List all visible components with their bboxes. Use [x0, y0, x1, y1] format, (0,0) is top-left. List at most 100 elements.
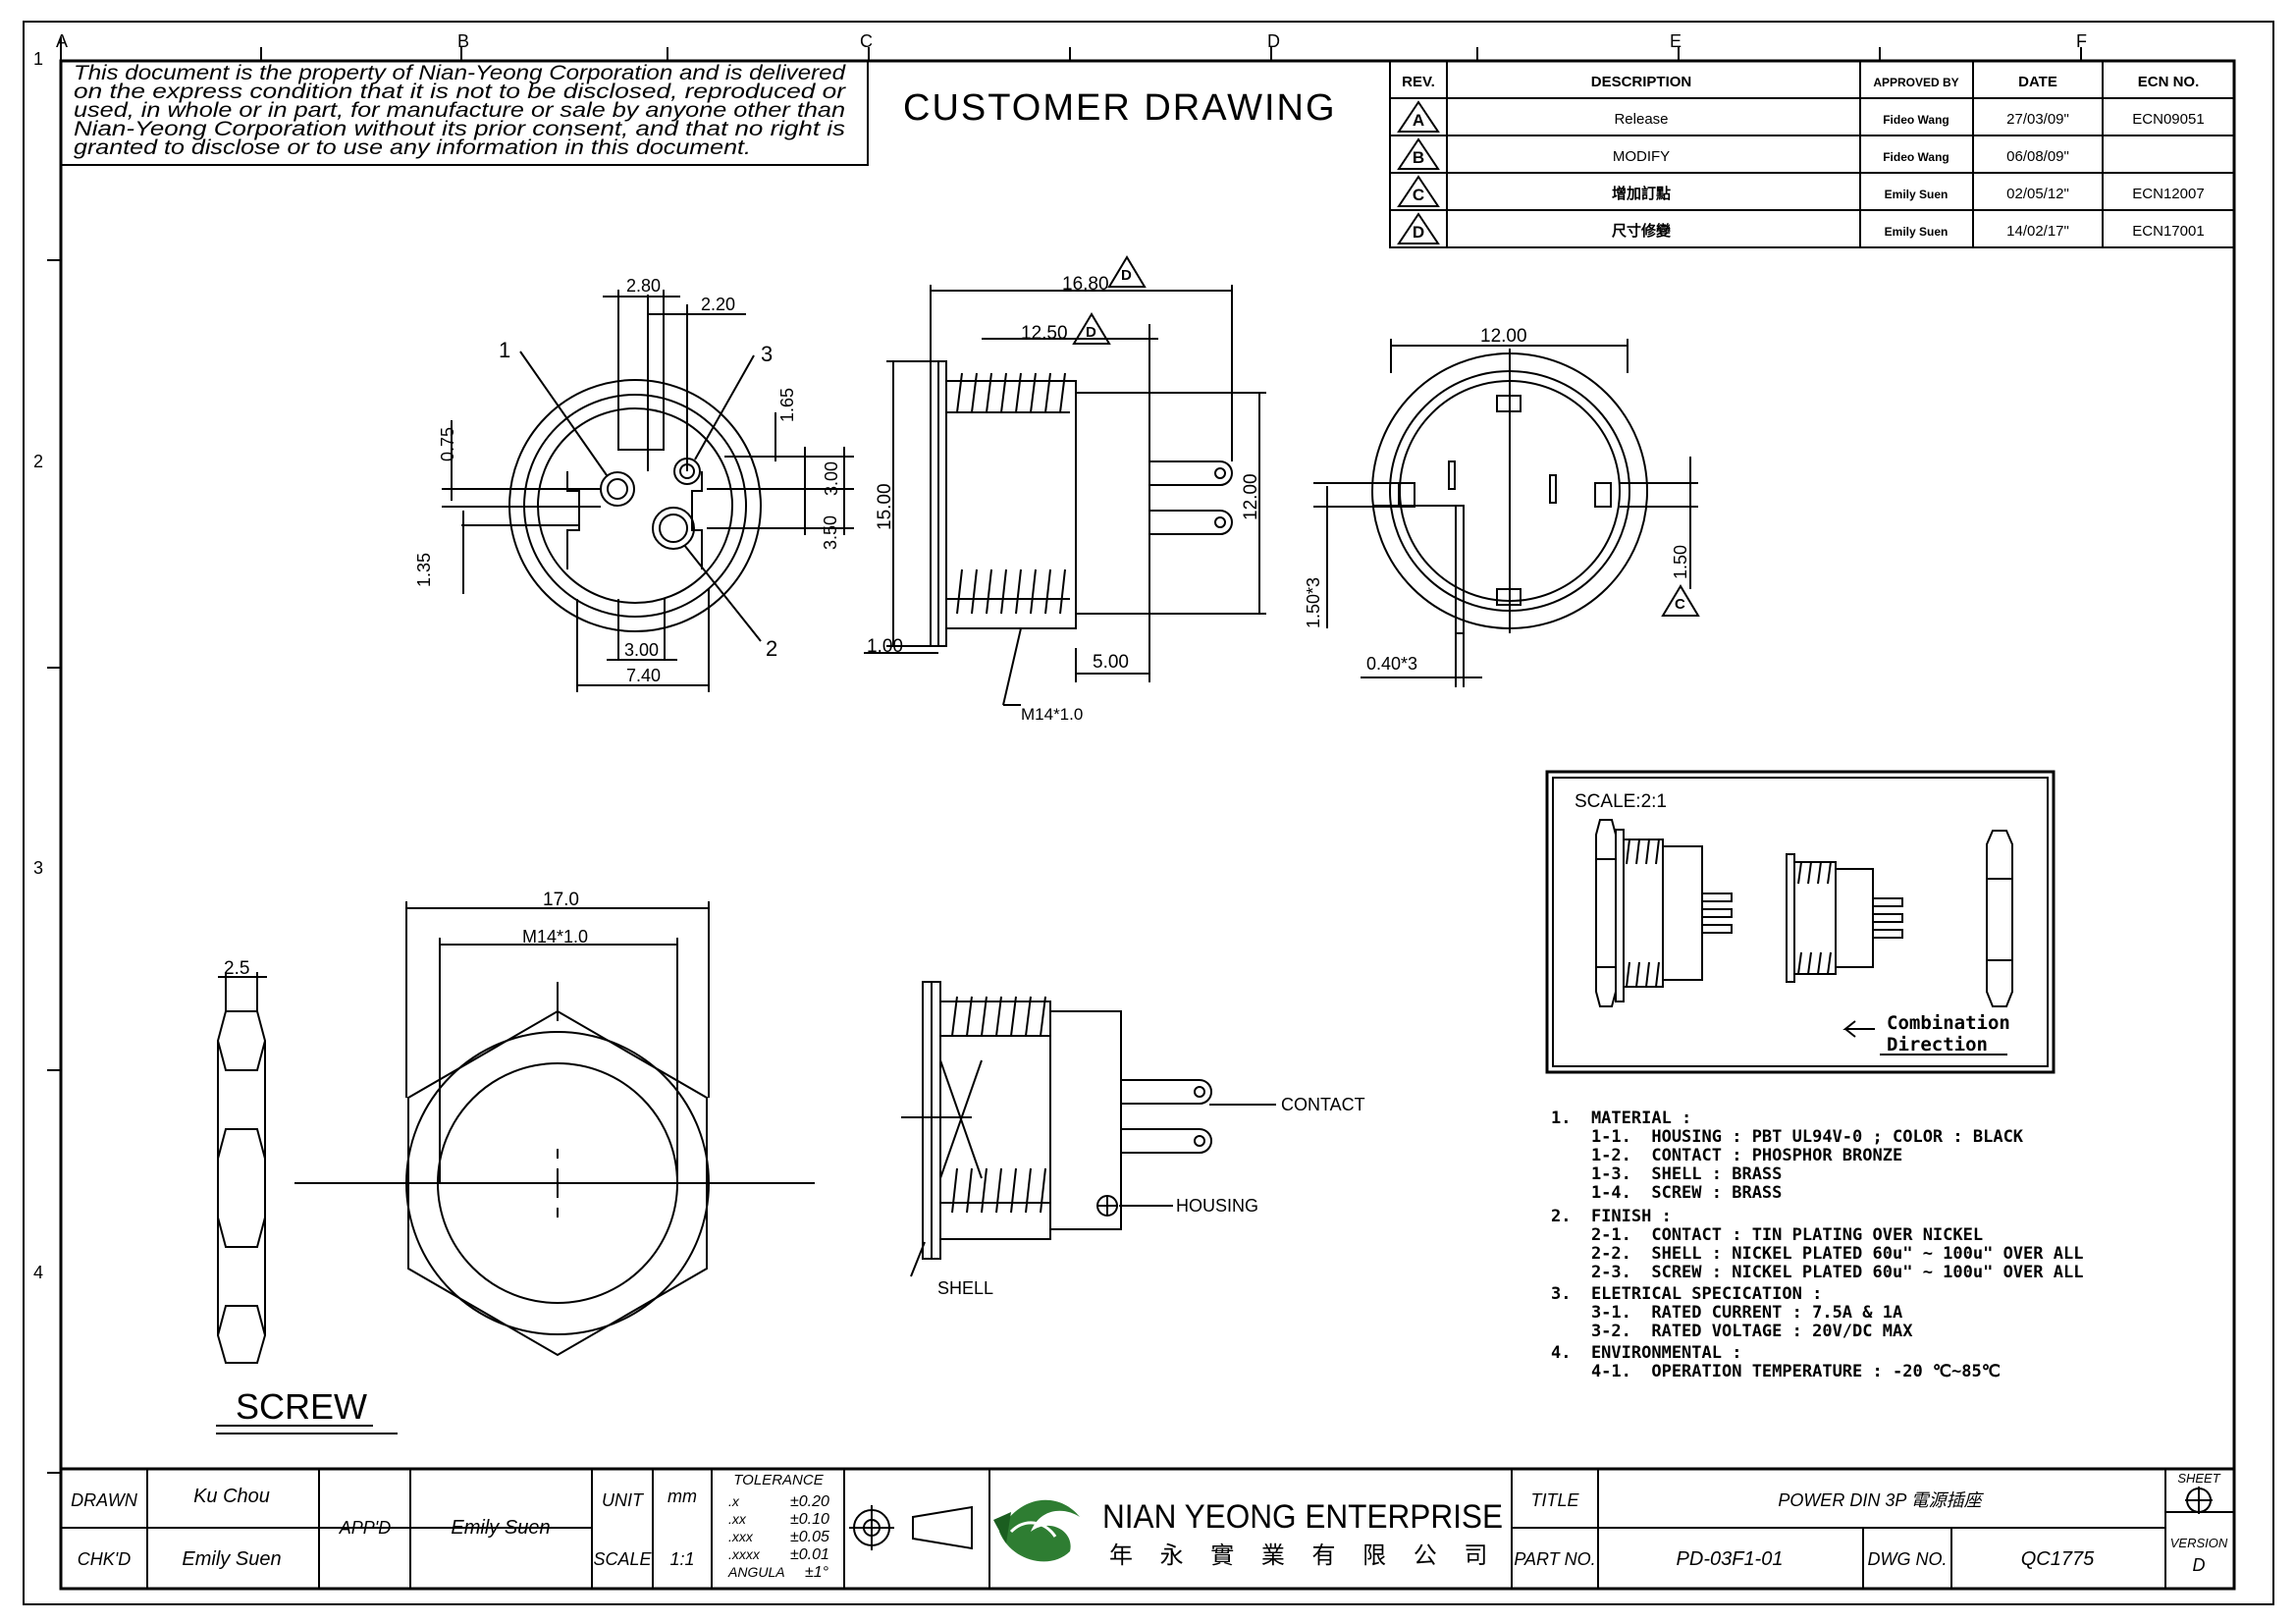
- rev-a-approved: Fideo Wang: [1883, 113, 1949, 127]
- rev-b-approved: Fideo Wang: [1883, 150, 1949, 164]
- dim-2-20: 2.20: [701, 295, 735, 314]
- scale-label-tb: SCALE: [593, 1549, 652, 1569]
- dim-0-40x3: 0.40*3: [1366, 654, 1417, 674]
- tol-xx-key: .xx: [728, 1511, 747, 1527]
- dim-1-50x3: 1.50*3: [1304, 577, 1323, 628]
- title-block: [61, 1467, 2234, 1589]
- zone-row-2: 2: [33, 452, 43, 471]
- chkd-label: CHK'D: [78, 1549, 131, 1569]
- rev-d-approved: Emily Suen: [1885, 225, 1949, 239]
- screw-label: SCREW: [236, 1386, 367, 1427]
- note-line-8: 2-2. SHELL : NICKEL PLATED 60u" ~ 100u" …: [1551, 1244, 2083, 1264]
- rear-view: [1313, 339, 1700, 687]
- dwg-value: QC1775: [2021, 1548, 2095, 1570]
- assembly-view: [901, 981, 1276, 1277]
- inner-frame: [59, 59, 2236, 1591]
- note-line-7: 2-1. CONTACT : TIN PLATING OVER NICKEL: [1551, 1225, 1983, 1245]
- combination-label: Combination: [1887, 1012, 2010, 1034]
- zone-col-e: E: [1670, 31, 1682, 51]
- tol-xx-val: ±0.10: [790, 1511, 829, 1528]
- appd-label: APP'D: [339, 1518, 391, 1538]
- dim-5-00: 5.00: [1093, 652, 1129, 673]
- rev-d-description: 尺寸修變: [1612, 222, 1672, 240]
- drawn-label: DRAWN: [71, 1490, 138, 1510]
- dwg-label: DWG NO.: [1868, 1549, 1948, 1569]
- direction-label: Direction: [1887, 1034, 1988, 1055]
- dim-2-80: 2.80: [626, 276, 661, 296]
- note-line-12: 3-2. RATED VOLTAGE : 20V/DC MAX: [1551, 1322, 1913, 1341]
- tol-xxx-val: ±0.05: [790, 1529, 829, 1545]
- note-line-3: 1-2. CONTACT : PHOSPHOR BRONZE: [1551, 1146, 1902, 1165]
- notice-line-2: on the express condition that it is not …: [74, 81, 846, 103]
- notice-line-3: used, in whole or in part, for manufactu…: [74, 99, 845, 122]
- rev-header-approved: APPROVED BY: [1873, 76, 1958, 89]
- note-line-14: 4-1. OPERATION TEMPERATURE : -20 ℃~85℃: [1551, 1362, 2001, 1381]
- zone-col-f: F: [2076, 31, 2087, 51]
- zone-row-1: 1: [33, 49, 43, 69]
- rev-c-approved: Emily Suen: [1885, 188, 1949, 201]
- note-line-13: 4. ENVIRONMENTAL :: [1551, 1343, 1741, 1363]
- appd-value: Emily Suen: [451, 1517, 550, 1539]
- dim-12-00-side: 12.00: [1241, 473, 1261, 520]
- dim-3-00-h: 3.00: [624, 640, 659, 660]
- rev-d-ecn: ECN17001: [2132, 223, 2204, 240]
- note-line-1: 1. MATERIAL :: [1551, 1109, 1691, 1128]
- rev-a-description: Release: [1614, 111, 1668, 128]
- tol-x-key: .x: [728, 1493, 740, 1509]
- dim-0-75: 0.75: [438, 427, 457, 461]
- rev-b-letter: B: [1413, 148, 1424, 167]
- company-logo: [993, 1499, 1080, 1562]
- zone-markers: [47, 37, 2082, 1474]
- outer-border: [23, 21, 2274, 1605]
- rev-c-letter: C: [1413, 186, 1424, 204]
- note-line-5: 1-4. SCREW : BRASS: [1551, 1183, 1782, 1203]
- dim-15-00: 15.00: [875, 483, 895, 530]
- note-line-9: 2-3. SCREW : NICKEL PLATED 60u" ~ 100u" …: [1551, 1263, 2083, 1282]
- note-line-4: 1-3. SHELL : BRASS: [1551, 1164, 1782, 1184]
- notice-line-1: This document is the property of Nian-Ye…: [74, 62, 847, 84]
- side-rev-mark-1: D: [1121, 267, 1132, 284]
- pin-label-3: 3: [761, 342, 773, 366]
- company-name: NIAN YEONG ENTERPRISE: [1102, 1498, 1503, 1536]
- dim-3-50: 3.50: [821, 515, 840, 550]
- screw-front-view: [294, 901, 815, 1357]
- zone-row-3: 3: [33, 858, 43, 878]
- rev-d-letter: D: [1413, 223, 1424, 242]
- zone-col-d: D: [1267, 31, 1280, 51]
- dim-2-5: 2.5: [224, 958, 249, 979]
- version-value: D: [2193, 1555, 2206, 1575]
- rev-header-description: DESCRIPTION: [1591, 74, 1692, 90]
- pin-label-2: 2: [766, 636, 777, 661]
- unit-label: UNIT: [602, 1490, 645, 1510]
- dim-1-65: 1.65: [777, 388, 797, 422]
- rev-c-ecn: ECN12007: [2132, 186, 2204, 202]
- version-label: VERSION: [2170, 1536, 2228, 1550]
- dim-1-00: 1.00: [867, 636, 903, 657]
- rev-a-letter: A: [1413, 111, 1424, 130]
- revision-table: [1389, 60, 2235, 248]
- rev-header-rev: REV.: [1402, 74, 1435, 90]
- dim-7-40: 7.40: [626, 666, 661, 685]
- rev-b-description: MODIFY: [1613, 148, 1670, 165]
- part-label: PART NO.: [1514, 1549, 1595, 1569]
- notice-box: [60, 60, 869, 166]
- note-line-6: 2. FINISH :: [1551, 1207, 1672, 1226]
- rev-c-description: 增加訂點: [1612, 185, 1671, 202]
- dim-1-35: 1.35: [414, 553, 434, 587]
- front-view: [442, 290, 854, 692]
- zone-col-c: C: [860, 31, 873, 51]
- callout-contact: CONTACT: [1281, 1095, 1365, 1114]
- scale-label: SCALE:2:1: [1575, 791, 1667, 812]
- callout-shell: SHELL: [937, 1278, 993, 1298]
- chkd-value: Emily Suen: [182, 1548, 281, 1570]
- rev-a-date: 27/03/09": [2006, 111, 2069, 128]
- scale-box: [1545, 770, 2056, 1074]
- tol-xxxx-key: .xxxx: [728, 1546, 761, 1562]
- side-view: [864, 255, 1266, 706]
- tol-x-val: ±0.20: [790, 1493, 829, 1510]
- company-name-cn: 年 永 實 業 有 限 公 司: [1109, 1542, 1497, 1569]
- part-value: PD-03F1-01: [1677, 1548, 1784, 1570]
- callout-housing: HOUSING: [1176, 1196, 1258, 1216]
- rev-header-ecn: ECN NO.: [2138, 74, 2200, 90]
